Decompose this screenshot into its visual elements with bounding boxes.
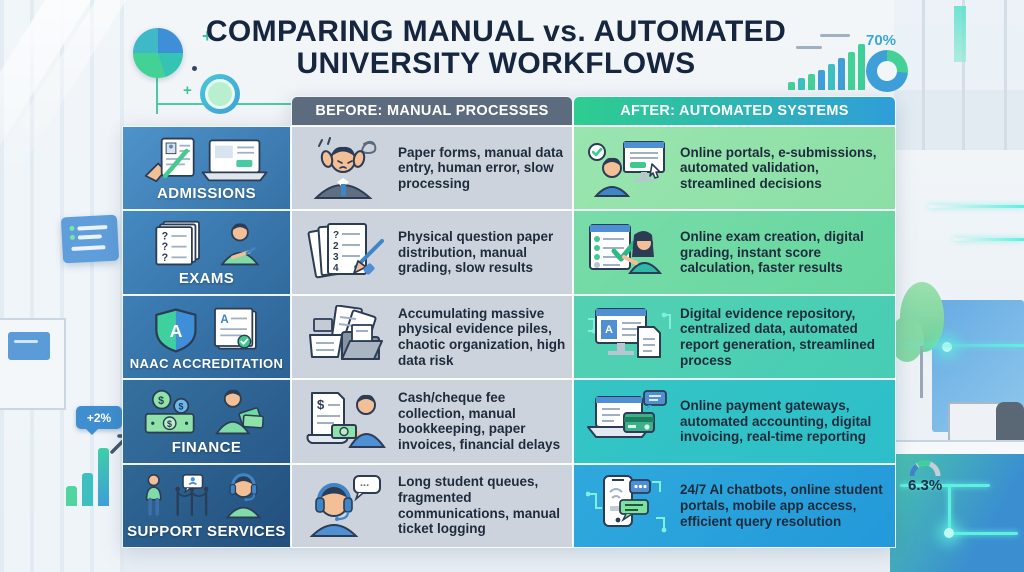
naac-accreditation-icon: A A: [137, 306, 277, 354]
after-cell-exams: Online exam creation, digital grading, i…: [573, 210, 896, 295]
connector-line: [156, 52, 158, 114]
dash-decoration: [820, 34, 850, 37]
category-label: FINANCE: [171, 438, 242, 456]
office-background-right: [890, 0, 1024, 572]
growth-tag-label: +2%: [86, 410, 112, 425]
before-text: Accumulating massive physical evidence p…: [398, 305, 566, 368]
after-cell-finance: Online payment gateways, automated accou…: [573, 379, 896, 464]
gauge-percent-label: 6.3%: [908, 477, 943, 494]
before-text: Cash/cheque fee collection, manual bookk…: [398, 390, 561, 453]
digital-checklist-icon: [586, 221, 672, 285]
admissions-icon: [137, 135, 277, 183]
header-spacer: [122, 96, 291, 126]
before-text: Long student queues, fragmented communic…: [398, 474, 561, 537]
online-portal-icon: [586, 136, 672, 200]
after-text: Online portals, e-submissions, automated…: [680, 144, 877, 192]
svg-text:2: 2: [333, 241, 339, 252]
category-cell-exams: ? ? ? EXAMS: [122, 210, 291, 295]
before-cell-naac: Accumulating massive physical evidence p…: [291, 294, 573, 380]
gauge-icon: [909, 460, 941, 477]
desk-chair: [996, 402, 1024, 446]
bar-chart-percent-label: 70%: [866, 32, 897, 49]
svg-text:?: ?: [161, 230, 168, 242]
before-text: Paper forms, manual data entry, human er…: [398, 144, 564, 192]
title-line-1: COMPARING MANUAL vs. AUTOMATED: [205, 15, 787, 48]
notification-card-icon: [60, 214, 120, 264]
digital-repository-icon: A: [586, 305, 672, 369]
svg-text:A: A: [169, 321, 182, 341]
pie-chart-decoration: [133, 28, 183, 78]
after-cell-support: 24/7 AI chatbots, online student portals…: [573, 463, 896, 548]
glow-line: [904, 344, 1024, 347]
glow-point: [942, 342, 952, 352]
svg-text:$: $: [317, 397, 325, 412]
after-text: Online exam creation, digital grading, i…: [680, 229, 864, 276]
category-cell-admissions: ADMISSIONS: [122, 126, 291, 211]
small-bar-chart-icon: [66, 448, 112, 506]
dot-decoration: [192, 66, 197, 71]
growth-bar-chart-icon: [788, 40, 866, 90]
category-label: NAAC ACCREDITATION: [129, 356, 284, 372]
desk-monitor: [948, 402, 1000, 452]
after-text: 24/7 AI chatbots, online student portals…: [680, 482, 883, 529]
category-cell-support: SUPPORT SERVICES: [122, 463, 291, 548]
dash-decoration: [796, 46, 822, 49]
online-payment-icon: [586, 389, 672, 453]
svg-text:?: ?: [333, 230, 339, 241]
svg-text:A: A: [220, 314, 229, 326]
chatbot-phone-icon: [586, 474, 672, 538]
ring-target-decoration: [200, 74, 240, 114]
whiteboard-decoration: [0, 318, 66, 410]
after-text: Digital evidence repository, centralized…: [680, 305, 876, 368]
invoice-cash-icon: $: [304, 389, 390, 453]
question-papers-icon: ? 2 3 4: [304, 221, 390, 285]
plus-icon: +: [183, 82, 192, 99]
before-text: Physical question paper distribution, ma…: [398, 229, 554, 276]
paper-piles-folder-icon: [304, 304, 390, 369]
glow-line: [954, 238, 1024, 241]
svg-text:?: ?: [161, 252, 168, 264]
window-teal-pane: [954, 6, 966, 62]
category-cell-finance: $ $ $ FINANCE: [122, 379, 291, 464]
title-line-2: UNIVERSITY WORKFLOWS: [296, 47, 696, 81]
svg-text:$: $: [178, 401, 183, 411]
after-text: Online payment gateways, automated accou…: [680, 397, 872, 445]
growth-tag: +2%: [76, 406, 122, 435]
column-header-after: AFTER: AUTOMATED SYSTEMS: [573, 96, 896, 126]
svg-text:...: ...: [360, 477, 369, 489]
exams-icon: ? ? ?: [137, 220, 277, 268]
after-cell-admissions: Online portals, e-submissions, automated…: [573, 126, 896, 211]
before-cell-support: ... Long student queues, fragmented comm…: [291, 463, 573, 548]
call-agent-icon: ...: [304, 474, 390, 538]
support-services-icon: [137, 473, 277, 521]
svg-text:$: $: [158, 395, 164, 407]
page-title: COMPARING MANUAL vs. AUTOMATED UNIVERSIT…: [186, 15, 806, 81]
svg-text:4: 4: [333, 263, 339, 274]
category-label: SUPPORT SERVICES: [127, 523, 286, 540]
category-label: EXAMS: [178, 269, 235, 287]
svg-text:?: ?: [161, 241, 168, 253]
svg-text:$: $: [167, 419, 172, 429]
glow-line: [929, 205, 1024, 208]
before-cell-exams: ? 2 3 4 Physical question paper distribu…: [291, 210, 573, 295]
donut-chart-icon: [866, 50, 908, 92]
finance-icon: $ $ $: [137, 389, 277, 437]
svg-text:3: 3: [333, 252, 339, 263]
category-label: ADMISSIONS: [156, 185, 256, 203]
column-header-before: BEFORE: MANUAL PROCESSES: [291, 96, 573, 126]
category-cell-naac: A A NAAC ACCREDITATION: [122, 294, 291, 380]
after-cell-naac: A Digital evidence repository, centraliz…: [573, 294, 896, 380]
svg-text:A: A: [605, 324, 613, 336]
before-cell-admissions: Paper forms, manual data entry, human er…: [291, 126, 573, 211]
stressed-person-icon: [304, 136, 390, 200]
office-plant: [890, 282, 946, 402]
plus-icon: +: [202, 26, 213, 46]
reception-desk: [890, 440, 1024, 454]
before-cell-finance: $ Cash/cheque fee collection, manual boo…: [291, 379, 573, 464]
comparison-table: BEFORE: MANUAL PROCESSES AFTER: AUTOMATE…: [122, 96, 896, 548]
